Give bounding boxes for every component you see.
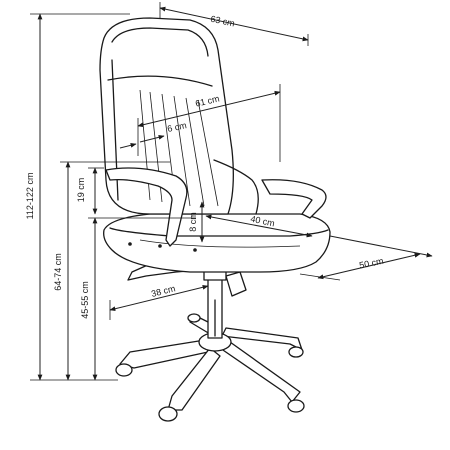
chair-seat bbox=[103, 213, 331, 273]
label-base-depth: 50 cm bbox=[358, 256, 384, 271]
chair-armrest-right bbox=[261, 179, 327, 219]
label-seat-thickness: 8 cm bbox=[188, 212, 198, 232]
chair-gas-lift bbox=[203, 267, 247, 339]
chair-star-base bbox=[119, 315, 303, 411]
chair-armrest-left bbox=[105, 167, 188, 247]
label-seat-width: 40 cm bbox=[250, 214, 276, 229]
dimension-lines bbox=[30, 2, 433, 381]
chair-illustration bbox=[99, 17, 331, 422]
chair-casters bbox=[115, 313, 305, 422]
label-lumbar: 6 cm bbox=[166, 120, 187, 134]
label-seat-height: 45-55 cm bbox=[80, 281, 90, 319]
label-total-height: 112-122 cm bbox=[25, 173, 35, 220]
dimension-labels: 63 cm 61 cm 6 cm 40 cm 50 cm 38 cm 19 cm… bbox=[25, 14, 384, 319]
label-armrest-floor: 64-74 cm bbox=[53, 253, 63, 291]
label-depth-top: 63 cm bbox=[210, 14, 236, 29]
label-armrest-height: 19 cm bbox=[76, 178, 86, 203]
